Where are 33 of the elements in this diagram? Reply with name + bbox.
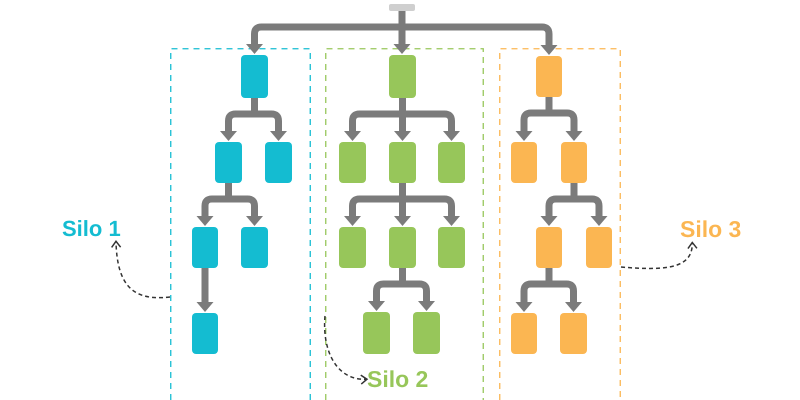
arrow [196, 268, 214, 312]
page-block [241, 55, 268, 98]
page-block [389, 55, 416, 98]
dashed-frame [170, 48, 311, 400]
page-block [389, 227, 416, 268]
page-block [192, 227, 218, 268]
dashed-leader-arrow [324, 316, 368, 384]
page-block [561, 142, 587, 183]
page-block [438, 142, 465, 183]
page-block [241, 227, 268, 268]
dashed-frame [499, 48, 621, 400]
page-block [586, 227, 612, 268]
page-block [265, 142, 292, 183]
page-block [192, 313, 218, 354]
page-block [389, 142, 416, 183]
page-block [560, 313, 587, 354]
dashed-leader-arrow [620, 242, 698, 270]
root-bar [389, 4, 415, 11]
silo-label: Silo 3 [680, 216, 742, 242]
page-block [536, 227, 562, 268]
page-block [536, 56, 562, 97]
page-block [413, 312, 440, 354]
page-block [511, 142, 537, 183]
silo-label: Silo 2 [367, 366, 428, 392]
page-block [511, 313, 537, 354]
page-block [438, 227, 465, 268]
page-block [363, 312, 390, 354]
page-block [339, 142, 366, 183]
silo-label: Silo 1 [62, 216, 121, 242]
dashed-frame [325, 48, 484, 400]
page-block [339, 227, 366, 268]
dashed-leader-arrow [111, 240, 170, 298]
page-block [215, 142, 242, 183]
